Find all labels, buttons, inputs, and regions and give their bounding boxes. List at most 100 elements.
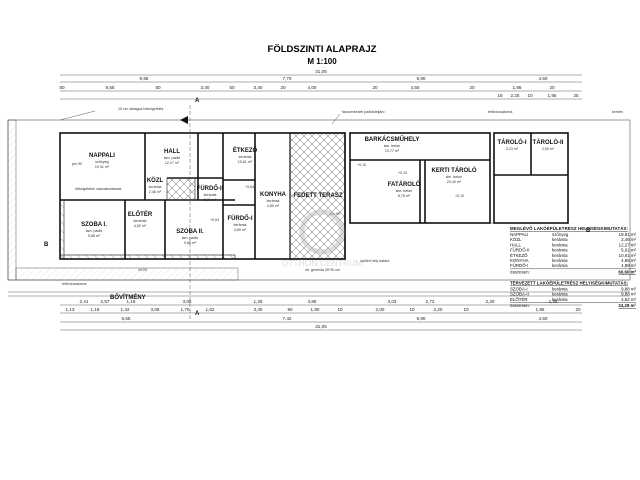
room-7-area: 4,89 m² — [234, 228, 247, 232]
room-2-name: KÖZL — [147, 177, 164, 184]
legend_existing-total: 60,60 m² — [618, 269, 636, 274]
legend_existing-row-1-area: 2,46 m² — [621, 237, 636, 242]
dim-bottom-r2-9: 10 — [337, 307, 343, 312]
room-13-area: 20,40 m² — [447, 180, 462, 184]
room-10-area: 4,52 m² — [134, 224, 147, 228]
dim-bottom-r2-3: 3,06 — [151, 307, 160, 312]
dim-bottom-r2-15: 20 — [575, 307, 581, 312]
room-15-name: TÁROLÓ-II — [533, 138, 564, 146]
dim-bottom-r2-13: 10 — [463, 307, 469, 312]
room-schedule: MEGLÉVŐ LAKÓÉPÜLETRÉSZ HELYISÉGKIMUTATÁS… — [510, 226, 637, 308]
room-1-name: HALL — [164, 149, 180, 155]
room-1-area: 12,27 m² — [165, 161, 180, 165]
annotations-top: 10 cm utólagos hőszigetelés fauszerkezet… — [59, 107, 623, 125]
dim-bottom-r2-14: 1,95 — [536, 307, 545, 312]
legend_existing-row-3-room: FÜRDŐ-II — [510, 248, 530, 253]
section-b-right: B — [586, 228, 591, 234]
pm-1: pm 90 — [72, 162, 82, 166]
legend_existing-row-2-floor: kerámia — [552, 242, 568, 247]
dim-bottom-r2-8: 1,90 — [311, 307, 320, 312]
dim-bottom-r1-9: 2,38 — [549, 299, 558, 304]
room-1-floor: lam. padló — [164, 156, 181, 160]
dim-bottom-r1-2: 1,16 — [127, 299, 136, 304]
room-14-name: TÁROLÓ-I — [498, 138, 527, 146]
legend_planned-total-label: összesen: — [510, 303, 530, 308]
room-13-name: KERTI TÁROLÓ — [432, 166, 477, 174]
dim-bottom-r2-12: 2,20 — [434, 307, 443, 312]
dim-bottom-r3-2: 7,42 — [283, 316, 292, 321]
legend_existing-row-0-floor: szőnyeg — [552, 232, 569, 237]
legend_existing-row-5-room: KONYHA — [510, 258, 529, 263]
dim-bottom-r2-2: 1,42 — [121, 307, 130, 312]
dim-top-r2-1: 9,55 — [106, 85, 115, 90]
dim-top-3: 8,90 — [417, 76, 426, 81]
dim-bottom-r1-7: 2,72 — [426, 299, 435, 304]
annotations-bottom: hőszigetelés visszabontással épületi hel… — [62, 187, 389, 301]
legend_existing-row-1-floor: kerámia — [552, 237, 568, 242]
room-4-floor: kerámia — [204, 193, 217, 197]
plan-title: FÖLDSZINTI ALAPRAJZ — [268, 44, 377, 55]
legend_planned-row-1-room: SZOBA-II — [510, 292, 529, 297]
watermark-logo-icon — [299, 209, 345, 255]
legend_existing-total-label: összesen: — [510, 269, 530, 274]
legend_planned-row-2-area: 4,52 m² — [621, 297, 636, 302]
level-plus-3: +0,10 — [455, 194, 464, 198]
room-11-area: 13,77 m² — [385, 149, 400, 153]
legend_existing-row-4-room: ÉTKEZŐ — [510, 253, 528, 258]
plan-scale: M 1:100 — [307, 57, 337, 66]
dim-top-r2-2: 50 — [155, 85, 161, 90]
legend_existing-row-5-floor: kerámia — [552, 258, 568, 263]
dim-bottom-total: 31,05 — [315, 324, 327, 329]
dim-bottom-r1-8: 2,20 — [486, 299, 495, 304]
level-mid-2: +0,64 — [210, 218, 219, 222]
room-10-name: ELŐTÉR — [128, 210, 153, 218]
room-9-area: 9,88 m² — [184, 241, 197, 245]
dim-bottom-r3-1: 6,65 — [122, 316, 131, 321]
dim-top-r2x-4: 25 — [573, 93, 579, 98]
room-14-area: 3,23 m² — [506, 147, 519, 151]
outbuilding-walls — [349, 132, 569, 224]
legend_planned-row-0-area: 9,88 m² — [621, 286, 636, 291]
room-11-name: BARKÁCSMŰHELY — [365, 136, 420, 143]
room-13-floor: sim. beton — [446, 175, 463, 179]
dim-bottom-r3-4: 4,50 — [539, 316, 548, 321]
room-8-floor: lam. padló — [86, 229, 103, 233]
annotation-fence: kerítés — [612, 110, 623, 114]
legend_existing-row-2-area: 12,27 m² — [619, 242, 637, 247]
section-a-bottom: A — [195, 311, 200, 317]
room-11-floor: sim. beton — [384, 144, 401, 148]
dim-bottom-r2-0: 1,13 — [66, 307, 75, 312]
covered-terrace — [289, 132, 346, 260]
room-3-floor: kerámia — [239, 155, 252, 159]
annotation-building-line: épületi hely határa — [360, 259, 389, 263]
legend_existing-row-5-area: 4,85 m² — [621, 258, 636, 263]
legend_existing-row-4-floor: kerámia — [552, 253, 568, 258]
legend_planned-row-1-area: 9,88 m² — [621, 292, 636, 297]
legend_existing-row-0-room: NAPPALI — [510, 232, 528, 237]
legend_existing-row-1-room: KÖZL — [510, 237, 522, 242]
legend_planned-total: 24,28 m² — [618, 303, 636, 308]
legend_planned-row-2-room: ELŐTÉR — [510, 297, 528, 302]
annotation-insulation: 10 cm utólagos hőszigetelés — [118, 107, 164, 111]
level-plus-2: +0,10 — [398, 171, 407, 175]
room-4-name: FÜRDŐ-II — [197, 185, 224, 192]
room-3-area: 10,61 m² — [238, 160, 253, 164]
room-0-floor: szőnyeg — [95, 160, 108, 164]
legend_existing-row-3-area: 5,61 m² — [621, 248, 636, 253]
dim-top-2: 7,70 — [283, 76, 292, 81]
dim-top-r2x-1: 2,25 — [511, 93, 520, 98]
dim-top-r2x-2: 10 — [527, 93, 533, 98]
annotation-beam: vb. gerenda 30*30 cm — [305, 268, 340, 272]
legend_planned-row-1-floor: kerámia — [552, 292, 568, 297]
dim-top-r2-10: 20 — [469, 85, 475, 90]
room-7-name: FÜRDŐ-I — [228, 215, 253, 222]
legend_existing-row-0-area: 19,91 m² — [619, 232, 637, 237]
dim-top-r2-3: 3,40 — [201, 85, 210, 90]
dim-top-r2-5: 3,40 — [254, 85, 263, 90]
dim-bottom-r2-7: 90 — [287, 307, 293, 312]
